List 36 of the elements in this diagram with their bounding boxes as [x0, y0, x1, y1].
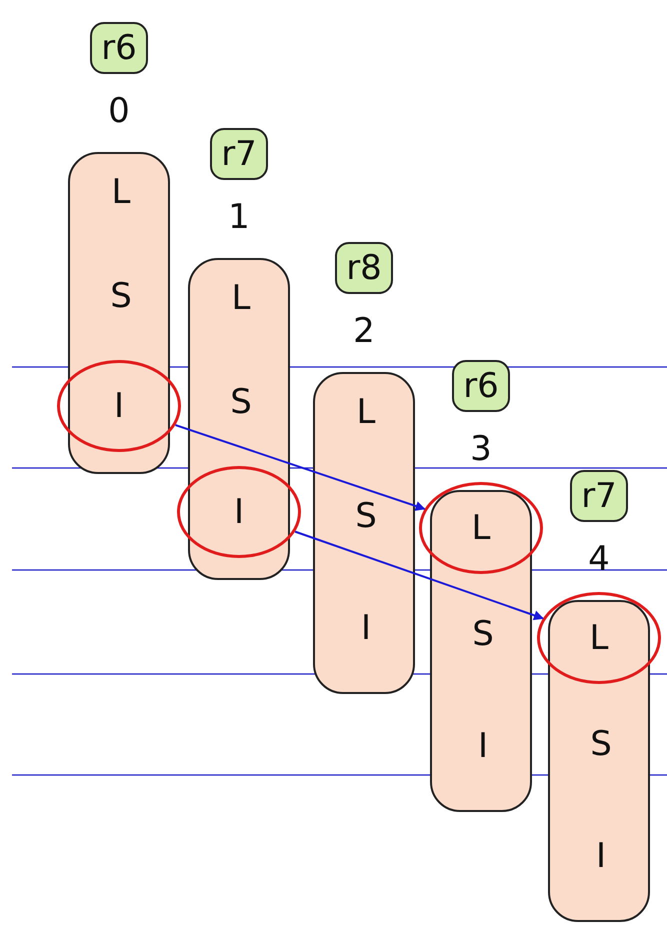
register-tag	[570, 470, 628, 522]
stage-letter: L	[472, 511, 490, 545]
instruction-number: 4	[587, 542, 611, 576]
stage-letter: S	[110, 279, 132, 313]
stage-letter: I	[478, 729, 488, 763]
instruction-number: 2	[352, 314, 376, 348]
stage-letter: L	[590, 621, 608, 655]
stage-letter: I	[360, 611, 372, 645]
arrow	[294, 530, 544, 620]
highlight-circle	[57, 360, 181, 452]
stage-letter: I	[234, 495, 244, 529]
instruction-number: 0	[107, 94, 131, 128]
register-label: r6	[463, 369, 499, 403]
register-tag	[335, 242, 393, 294]
stage-letter: L	[356, 395, 376, 429]
register-tag	[210, 128, 268, 180]
stage-letter: L	[112, 175, 130, 209]
register-label: r7	[581, 479, 617, 513]
stage-letter: L	[232, 281, 250, 315]
arrow	[175, 424, 426, 511]
highlight-circle	[419, 482, 543, 574]
highlight-circle	[537, 592, 661, 684]
register-label: r7	[221, 137, 257, 171]
stage-letter: S	[355, 499, 377, 533]
highlight-circle	[177, 466, 301, 558]
register-tag	[452, 360, 510, 412]
stage-letter: S	[230, 385, 252, 419]
stage-letter: S	[590, 727, 612, 761]
register-tag	[90, 22, 148, 74]
stage-letter: I	[596, 839, 606, 873]
instruction-number: 1	[227, 200, 251, 234]
register-label: r8	[346, 251, 382, 285]
register-label: r6	[101, 31, 137, 65]
stage-letter: S	[472, 617, 494, 651]
instruction-number: 3	[469, 432, 493, 466]
stage-letter: I	[114, 389, 124, 423]
